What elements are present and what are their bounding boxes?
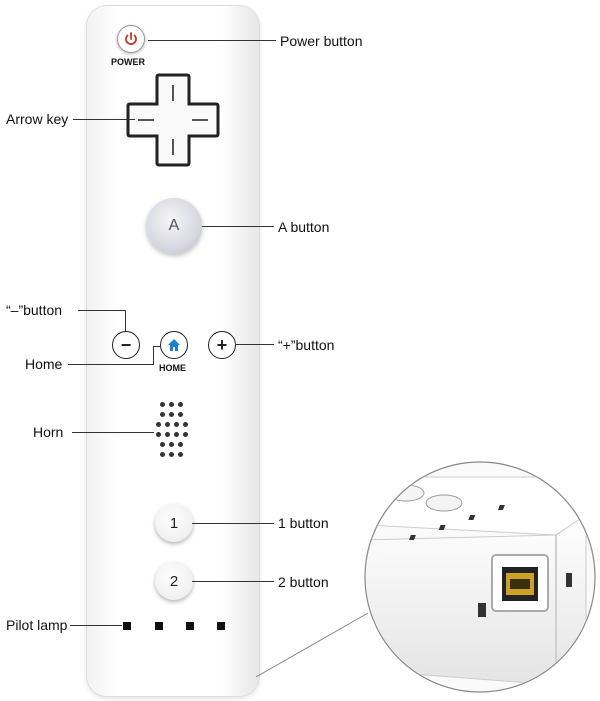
label-minus-button: “–”button (6, 302, 63, 318)
leader-lamp (70, 625, 122, 626)
label-home: Home (25, 356, 63, 372)
power-button[interactable] (117, 25, 145, 53)
label-two-button: 2 button (278, 574, 329, 590)
two-glyph: 2 (169, 572, 179, 590)
label-a-button: A button (278, 219, 330, 235)
leader-home-h (68, 364, 154, 365)
minus-button[interactable]: − (112, 331, 140, 359)
pilot-lamp-2 (155, 622, 163, 630)
a-button[interactable]: A (146, 198, 202, 254)
leader-minus-v (125, 310, 126, 332)
leader-one (192, 523, 274, 524)
pilot-lamp-4 (217, 622, 225, 630)
home-button[interactable] (160, 331, 188, 359)
leader-horn (72, 432, 154, 433)
label-horn: Horn (33, 424, 64, 440)
leader-home-h2 (153, 346, 161, 347)
home-text: HOME (159, 363, 186, 373)
label-pilot-lamp: Pilot lamp (6, 617, 68, 633)
home-icon (168, 339, 180, 351)
one-glyph: 1 (169, 514, 179, 532)
pilot-lamp-3 (186, 622, 194, 630)
a-glyph: A (168, 217, 180, 234)
leader-plus (236, 344, 274, 345)
power-icon (125, 32, 137, 45)
one-button[interactable]: 1 (155, 504, 193, 542)
arrow-key-dpad[interactable] (126, 73, 220, 167)
plus-glyph: + (216, 334, 228, 355)
leader-power (148, 40, 276, 41)
leader-minus-h (78, 310, 126, 311)
pilot-lamp-1 (123, 622, 131, 630)
leader-a (202, 226, 274, 227)
speaker-horn (156, 402, 196, 466)
minus-glyph: − (120, 334, 132, 355)
two-button[interactable]: 2 (155, 562, 193, 600)
leader-home-v (153, 346, 154, 365)
label-one-button: 1 button (278, 515, 329, 531)
label-plus-button: “+”button (278, 337, 335, 353)
leader-arrow (73, 119, 135, 120)
label-arrow-key: Arrow key (6, 111, 69, 127)
plus-button[interactable]: + (208, 331, 236, 359)
label-power-button: Power button (280, 33, 363, 49)
connector-zoom-inset (256, 461, 596, 693)
leader-two (192, 581, 274, 582)
power-text: POWER (111, 57, 146, 67)
